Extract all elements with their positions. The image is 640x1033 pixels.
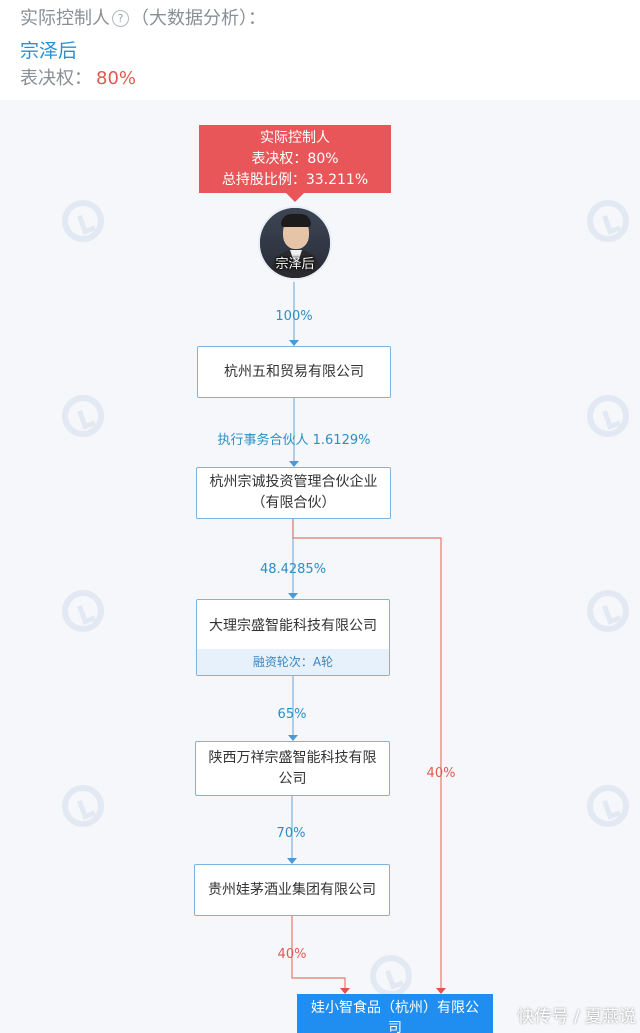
- edge-label-3: 65%: [277, 707, 307, 722]
- edge-label-1: 执行事务合伙人 1.6129%: [217, 433, 371, 448]
- edge-arrow-4: [287, 858, 297, 864]
- company-name: 贵州娃茅酒业集团有限公司: [208, 881, 376, 898]
- controller-box-holding: 总持股比例：33.211%: [221, 172, 369, 188]
- company-name-line2: 公司: [278, 770, 307, 787]
- watermark-logo-icon: [587, 200, 629, 242]
- edge-arrow-6: [436, 988, 446, 994]
- vote-label: 表决权：: [20, 68, 92, 89]
- controller-name-link[interactable]: 宗泽后: [20, 40, 78, 62]
- edge-label-0: 100%: [275, 309, 313, 324]
- watermark-logo-icon: [62, 590, 104, 632]
- watermark-logo-icon: [587, 785, 629, 827]
- actual-controller-box: 实际控制人 表决权：80% 总持股比例：33.211%: [199, 125, 391, 202]
- company-node-dali-zongsheng[interactable]: 大理宗盛智能科技有限公司 融资轮次：A轮: [196, 599, 390, 676]
- person-avatar[interactable]: 宗泽后: [258, 206, 332, 280]
- watermark-logo-icon: [62, 200, 104, 242]
- edge-label-4: 70%: [276, 826, 306, 841]
- controller-box-vote: 表决权：80%: [251, 151, 339, 167]
- edge-line-6: [292, 519, 442, 988]
- edge-arrow-1: [289, 461, 299, 467]
- vote-value: 80%: [96, 68, 137, 89]
- target-company-node[interactable]: 娃小智食品（杭州）有限公 司: [297, 994, 493, 1033]
- company-name: 大理宗盛智能科技有限公司: [209, 618, 377, 634]
- vote-right: 表决权：80%: [20, 64, 136, 90]
- company-node-guizhou-wamao[interactable]: 贵州娃茅酒业集团有限公司: [194, 864, 390, 916]
- edge-line-5: [291, 916, 346, 988]
- company-node-shaanxi-wanxiang[interactable]: 陕西万祥宗盛智能科技有限 公司: [195, 741, 390, 796]
- help-icon[interactable]: ?: [112, 10, 129, 27]
- company-name: 陕西万祥宗盛智能科技有限: [208, 749, 377, 766]
- target-company-name-line2: 司: [388, 1020, 402, 1033]
- edge-label-5: 40%: [277, 947, 307, 962]
- source-watermark: 快传号 / 夏燕说: [517, 1007, 636, 1027]
- controller-title: 实际控制人?（大数据分析）：: [20, 4, 266, 30]
- company-name: 杭州宗诚投资管理合伙企业: [209, 474, 378, 490]
- company-name: 杭州五和贸易有限公司: [224, 363, 364, 380]
- edge-arrow-0: [289, 340, 299, 346]
- company-name-line2: （有限合伙）: [251, 495, 336, 511]
- controller-title-suffix: （大数据分析）：: [131, 8, 266, 29]
- company-node-hangzhou-wuhe[interactable]: 杭州五和贸易有限公司: [197, 346, 391, 398]
- company-node-hangzhou-zongcheng[interactable]: 杭州宗诚投资管理合伙企业 （有限合伙）: [196, 467, 391, 519]
- target-company-name: 娃小智食品（杭州）有限公: [311, 1000, 479, 1016]
- watermark-logo-icon: [62, 395, 104, 437]
- watermark-logo-icon: [587, 395, 629, 437]
- controller-title-text: 实际控制人: [20, 8, 110, 29]
- edge-label-6: 40%: [426, 766, 456, 781]
- person-name: 宗泽后: [275, 257, 315, 272]
- watermark-logo-icon: [62, 785, 104, 827]
- edge-arrow-3: [288, 735, 298, 741]
- edge-label-2: 48.4285%: [259, 562, 327, 577]
- edge-arrow-5: [340, 988, 350, 994]
- edge-arrow-2: [288, 593, 298, 599]
- watermark-logo-icon: [587, 590, 629, 632]
- financing-round: 融资轮次：A轮: [197, 649, 389, 675]
- controller-box-title: 实际控制人: [260, 130, 330, 146]
